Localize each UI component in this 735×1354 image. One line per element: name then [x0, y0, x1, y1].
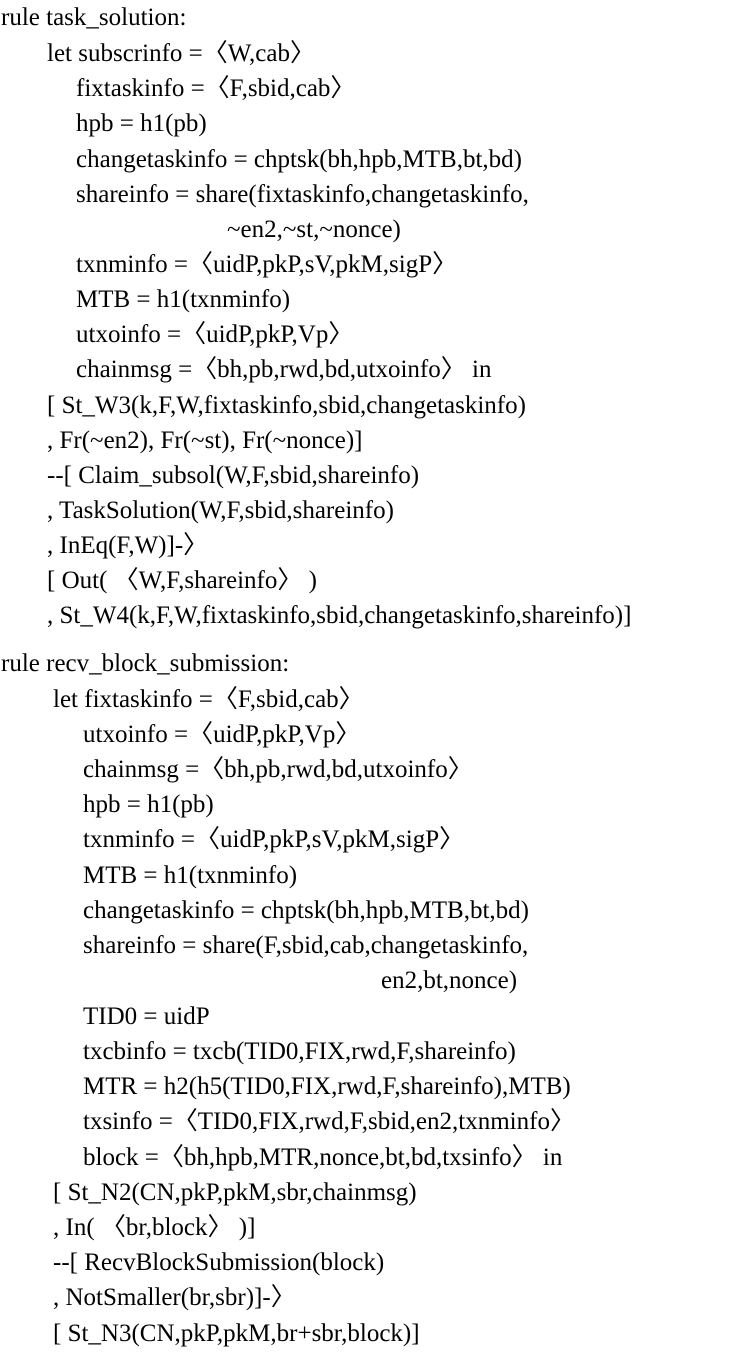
code-line: [ Out( 〈W,F,shareinfo〉 ): [47, 567, 317, 594]
code-line: let subscrinfo =〈W,cab〉: [47, 40, 315, 67]
code-line: changetaskinfo = chptsk(bh,hpb,MTB,bt,bd…: [76, 146, 522, 173]
code-line: MTB = h1(txnminfo): [83, 862, 298, 889]
code-line: shareinfo = share(fixtaskinfo,changetask…: [76, 181, 529, 208]
code-line: utxoinfo =〈uidP,pkP,Vp〉: [76, 321, 354, 348]
code-line: ~en2,~st,~nonce): [227, 216, 401, 243]
code-line: , St_W4(k,F,W,fixtaskinfo,sbid,changetas…: [47, 602, 632, 629]
code-line: , Fr(~en2), Fr(~st), Fr(~nonce)]: [47, 427, 363, 454]
code-line: --[ RecvBlockSubmission(block): [53, 1249, 385, 1276]
code-line: shareinfo = share(F,sbid,cab,changetaski…: [83, 932, 529, 959]
code-line: utxoinfo =〈uidP,pkP,Vp〉: [83, 721, 361, 748]
code-line: --[ Claim_subsol(W,F,sbid,shareinfo): [47, 462, 420, 489]
code-line: [ St_N2(CN,pkP,pkM,sbr,chainmsg): [53, 1179, 417, 1206]
code-line: MTB = h1(txnminfo): [76, 286, 291, 313]
rule-header: rule recv_block_submission:: [1, 650, 290, 677]
code-line: block =〈bh,hpb,MTR,nonce,bt,bd,txsinfo〉 …: [83, 1144, 563, 1171]
code-line: fixtaskinfo =〈F,sbid,cab〉: [76, 75, 356, 102]
code-line: en2,bt,nonce): [381, 967, 518, 994]
code-line: changetaskinfo = chptsk(bh,hpb,MTB,bt,bd…: [83, 897, 529, 924]
code-line: txnminfo =〈uidP,pkP,sV,pkM,sigP〉: [83, 826, 465, 853]
code-line: [ St_N3(CN,pkP,pkM,br+sbr,block)]: [53, 1320, 420, 1347]
code-line: txcbinfo = txcb(TID0,FIX,rwd,F,shareinfo…: [83, 1038, 516, 1065]
code-line: , InEq(F,W)]-〉: [47, 532, 209, 559]
code-line: let fixtaskinfo =〈F,sbid,cab〉: [53, 686, 364, 713]
code-line: chainmsg =〈bh,pb,rwd,bd,utxoinfo〉 in: [76, 356, 492, 383]
code-line: txnminfo =〈uidP,pkP,sV,pkM,sigP〉: [76, 251, 458, 278]
code-line: MTR = h2(h5(TID0,FIX,rwd,F,shareinfo),MT…: [83, 1073, 571, 1100]
rule-header: rule task_solution:: [1, 4, 187, 31]
code-line: TID0 = uidP: [83, 1003, 210, 1030]
code-line: , In( 〈br,block〉 )]: [53, 1214, 256, 1241]
code-line: hpb = h1(pb): [76, 110, 207, 137]
code-line: , TaskSolution(W,F,sbid,shareinfo): [47, 497, 394, 524]
code-line: , NotSmaller(br,sbr)]-〉: [53, 1284, 296, 1311]
code-line: txsinfo =〈TID0,FIX,rwd,F,sbid,en2,txnmin…: [83, 1108, 575, 1135]
code-line: [ St_W3(k,F,W,fixtaskinfo,sbid,changetas…: [47, 392, 526, 419]
code-line: chainmsg =〈bh,pb,rwd,bd,utxoinfo〉: [83, 756, 473, 783]
code-line: hpb = h1(pb): [83, 791, 214, 818]
